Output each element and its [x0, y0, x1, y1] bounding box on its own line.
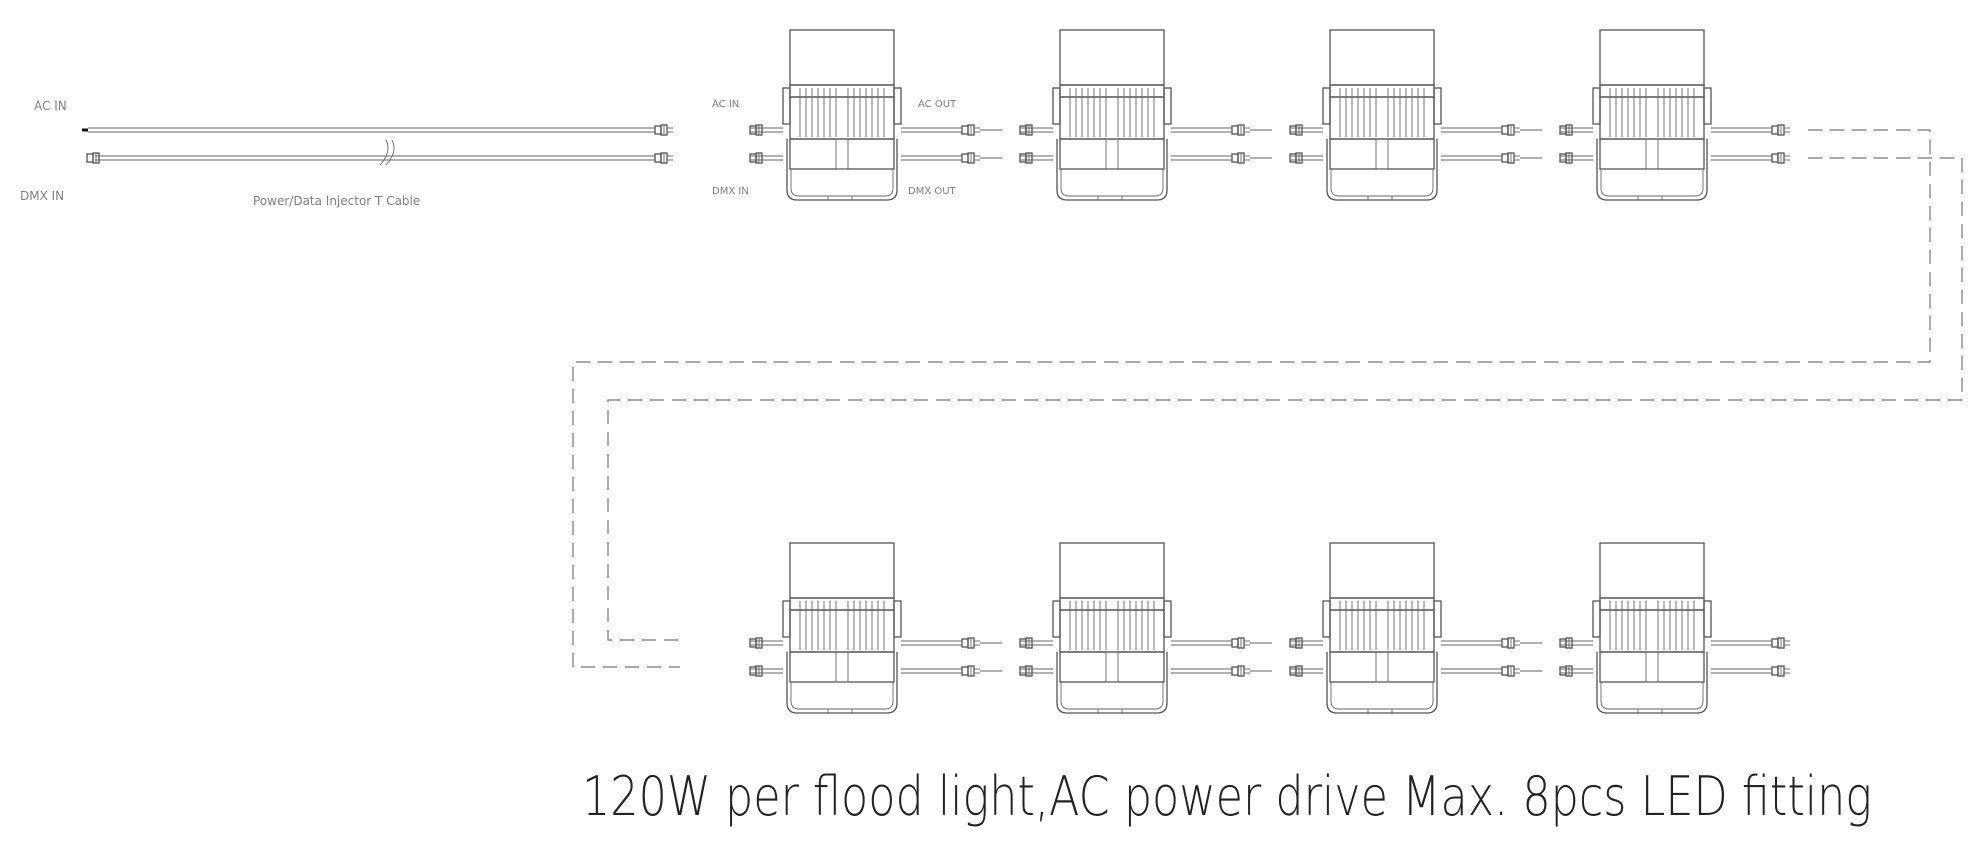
connector-plug — [1020, 125, 1038, 135]
flood-light-fixture — [1290, 29, 1521, 201]
connector-plug — [1290, 638, 1308, 648]
connector-plug — [1290, 125, 1308, 135]
links-layer — [980, 129, 1542, 672]
connector-plug — [961, 124, 981, 136]
connector-plug — [1560, 666, 1578, 676]
extension-routes — [572, 129, 1963, 668]
label-fixture-ac-out: AC OUT — [918, 99, 957, 110]
flood-light-fixture — [750, 29, 981, 201]
connector-plug — [1771, 124, 1791, 136]
connector-plug — [1771, 665, 1791, 677]
connector-plug — [961, 637, 981, 649]
connector-plug — [1290, 153, 1308, 163]
connector-plug — [1231, 152, 1251, 164]
connector-plug — [1560, 125, 1578, 135]
connector-plug — [961, 665, 981, 677]
connector-plug — [750, 666, 768, 676]
connector-plug — [1501, 665, 1521, 677]
label-fixture-dmx-out: DMX OUT — [908, 186, 957, 197]
flood-light-fixture — [750, 542, 981, 714]
fixtures-layer — [750, 29, 1791, 714]
connector-plug — [1020, 666, 1038, 676]
connector-plug — [1231, 637, 1251, 649]
label-dmx-in-source: DMX IN — [20, 189, 64, 203]
connector-plug — [750, 638, 768, 648]
connector-plug — [1231, 124, 1251, 136]
flood-light-fixture — [1560, 29, 1791, 201]
source-cables — [82, 124, 674, 166]
flood-light-fixture — [1290, 542, 1521, 714]
connector-plug — [1560, 153, 1578, 163]
connector-plug — [961, 152, 981, 164]
connector-plug — [1231, 665, 1251, 677]
connector-plug — [750, 125, 768, 135]
label-injector-cable: Power/Data Injector T Cable — [253, 194, 420, 208]
connector-plug — [750, 153, 768, 163]
flood-light-fixture — [1020, 29, 1251, 201]
flood-light-fixture — [1560, 542, 1791, 714]
connector-plug — [1501, 124, 1521, 136]
connector-plug — [1020, 153, 1038, 163]
connector-plug — [1501, 152, 1521, 164]
connector-plug — [1771, 152, 1791, 164]
label-fixture-dmx-in: DMX IN — [712, 186, 749, 197]
connector-plug — [1020, 638, 1038, 648]
connector-plug — [1771, 637, 1791, 649]
label-ac-in-source: AC IN — [34, 99, 67, 113]
connector-plug — [1290, 666, 1308, 676]
label-fixture-ac-in: AC IN — [712, 99, 739, 110]
diagram-caption: 120W per flood light,AC power drive Max.… — [582, 765, 1872, 828]
flood-light-fixture — [1020, 542, 1251, 714]
connector-plug — [1560, 638, 1578, 648]
connector-plug — [1501, 637, 1521, 649]
